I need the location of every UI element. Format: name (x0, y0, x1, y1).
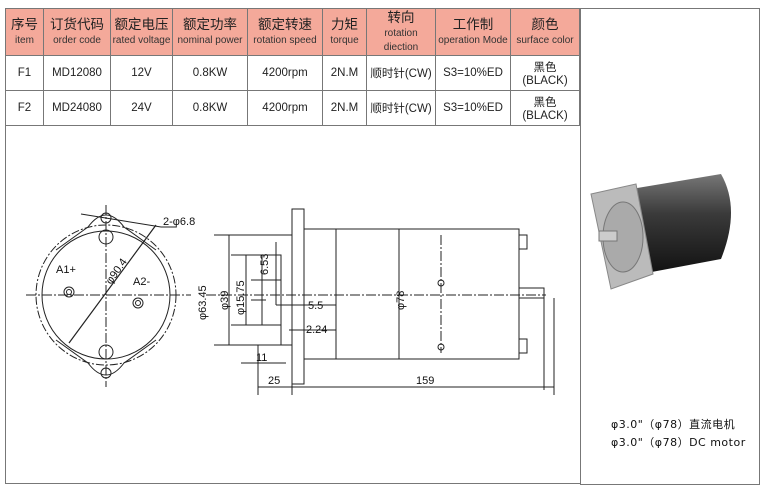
cell: F1 (5, 55, 44, 91)
motor-photo (590, 174, 731, 290)
caption-en: φ3.0"（φ78）DC motor (611, 436, 746, 449)
side-view (206, 208, 555, 395)
dim-d7: 11 (256, 352, 267, 364)
dim-holes: 2-φ6.8 (163, 216, 195, 228)
cell: MD24080 (43, 90, 111, 126)
cell: MD12080 (43, 55, 111, 91)
label-a1: A1+ (56, 264, 76, 276)
dim-d10: φ78 (395, 291, 407, 310)
dim-d6: 2.24 (306, 324, 327, 336)
cell: 黑色(BLACK) (510, 55, 580, 91)
cell: 24V (110, 90, 173, 126)
cell: 0.8KW (172, 90, 248, 126)
cell: 2N.M (322, 55, 367, 91)
cell: 4200rpm (247, 55, 323, 91)
cell: 12V (110, 55, 173, 91)
cell: 顺时针(CW) (366, 55, 436, 91)
cell: 4200rpm (247, 90, 323, 126)
cell: 0.8KW (172, 55, 248, 91)
cell: S3=10%ED (435, 55, 511, 91)
label-a2: A2- (133, 276, 150, 288)
cell: 2N.M (322, 90, 367, 126)
dim-d5: 5.5 (308, 300, 323, 312)
dim-d4: 6.53 (259, 254, 271, 275)
cell: F2 (5, 90, 44, 126)
cell: S3=10%ED (435, 90, 511, 126)
front-view (26, 205, 191, 387)
dim-d9: 159 (416, 375, 434, 387)
dim-d3: φ15.75 (235, 280, 247, 315)
cell: 顺时针(CW) (366, 90, 436, 126)
dim-d1: φ63.45 (197, 285, 209, 320)
technical-drawing: 2-φ6.8 A1+ A2- φ90.4 φ63.45 φ39 φ15.75 6… (5, 125, 581, 484)
caption-cn: φ3.0"（φ78）直流电机 (611, 418, 736, 431)
dim-d2: φ39 (219, 291, 231, 310)
dim-d8: 25 (268, 375, 280, 387)
product-panel: φ3.0"（φ78）直流电机 φ3.0"（φ78）DC motor (580, 8, 760, 485)
drawing-svg: 2-φ6.8 A1+ A2- φ90.4 φ63.45 φ39 φ15.75 6… (26, 205, 555, 395)
dim-flange-dia: φ90.4 (104, 256, 130, 286)
cell: 黑色(BLACK) (510, 90, 580, 126)
